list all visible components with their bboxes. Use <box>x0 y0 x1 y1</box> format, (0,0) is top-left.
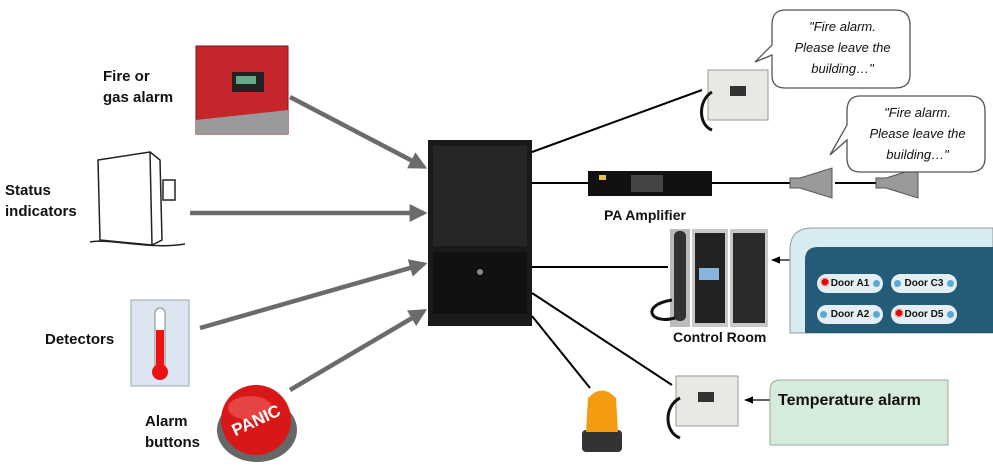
speech-bubbles <box>754 9 986 173</box>
alarm-led-icon: ✹ <box>820 277 830 289</box>
status-dot-icon <box>947 311 954 318</box>
temperature-alarm-label: Temperature alarm <box>778 392 921 409</box>
door-a1: ✹Door A1 <box>817 274 883 293</box>
control-room-label: Control Room <box>673 329 767 345</box>
arrow-detectors <box>199 259 428 331</box>
door-sketch-icon <box>89 151 186 247</box>
speaker-icon <box>789 167 919 199</box>
door-d5: ✹Door D5 <box>891 305 957 324</box>
thermometer-icon <box>130 299 190 387</box>
intercom-phone-icon <box>666 375 739 440</box>
input-arrows <box>190 95 428 392</box>
status-dot-icon <box>873 311 880 318</box>
warning-beacon-icon <box>582 390 622 452</box>
output-lines <box>531 89 878 389</box>
detectors-label: Detectors <box>45 331 115 348</box>
door-a2: Door A2 <box>817 305 883 324</box>
intercom-phone-icon <box>700 69 769 132</box>
pa-amplifier-icon <box>588 171 712 196</box>
central-control-rack-icon <box>428 140 532 326</box>
arrow-alarm-buttons <box>288 309 428 392</box>
door-c3: Door C3 <box>891 274 957 293</box>
status-dot-icon <box>947 280 954 287</box>
status-dot-icon <box>820 311 827 318</box>
fire-alarm-panel-icon <box>195 45 289 135</box>
control-room-station-icon <box>650 229 768 327</box>
arrow-fire-alarm <box>288 95 428 169</box>
alarm-led-icon: ✹ <box>894 308 904 320</box>
pa-amplifier-label: PA Amplifier <box>604 207 686 223</box>
panic-button-icon: PANIC <box>217 385 297 462</box>
status-dot-icon <box>894 280 901 287</box>
status-dot-icon <box>873 280 880 287</box>
